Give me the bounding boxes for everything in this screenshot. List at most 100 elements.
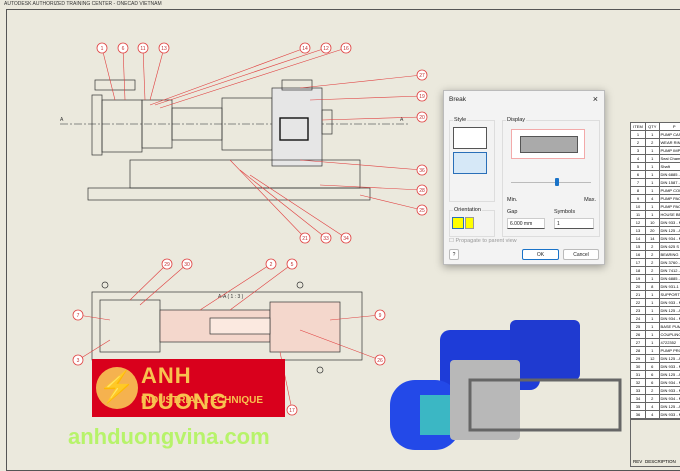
table-cell: 23 bbox=[631, 307, 646, 315]
balloon-number: 16 bbox=[343, 46, 349, 52]
gap-slider[interactable] bbox=[511, 182, 591, 183]
table-cell: 12 bbox=[646, 355, 659, 363]
table-cell: DIN 125 - A bbox=[659, 403, 680, 411]
display-label: Display bbox=[506, 117, 526, 123]
table-cell: 1 bbox=[631, 131, 646, 139]
orientation-horizontal-button[interactable] bbox=[452, 217, 464, 229]
close-icon[interactable]: × bbox=[593, 94, 598, 104]
table-cell: 1 bbox=[646, 163, 659, 171]
table-cell: 2 bbox=[646, 395, 659, 403]
leader-line bbox=[143, 48, 145, 100]
table-cell: PUMP CAS bbox=[659, 131, 680, 139]
balloon-number: 29 bbox=[164, 262, 170, 268]
table-cell: 4 bbox=[631, 155, 646, 163]
ok-button[interactable]: OK bbox=[522, 249, 559, 260]
table-cell: 1 bbox=[646, 171, 659, 179]
table-cell: DIN 934 - M bbox=[659, 315, 680, 323]
gap-label: Gap bbox=[507, 209, 517, 215]
table-cell: 17 bbox=[631, 259, 646, 267]
table-cell: PUMP PAC bbox=[659, 195, 680, 203]
table-cell: 27 bbox=[631, 339, 646, 347]
style-structural-button[interactable] bbox=[453, 127, 487, 149]
style-rectangular-button[interactable] bbox=[453, 152, 487, 174]
table-cell: 6 bbox=[646, 363, 659, 371]
propagate-label: Propagate to parent view bbox=[455, 238, 516, 244]
leader-line bbox=[310, 96, 422, 100]
table-cell: 16 bbox=[631, 251, 646, 259]
table-cell: 2 bbox=[646, 251, 659, 259]
cancel-button[interactable]: Cancel bbox=[563, 249, 599, 260]
table-cell: 26 bbox=[631, 331, 646, 339]
leader-line bbox=[78, 340, 110, 360]
gap-slider-thumb[interactable] bbox=[555, 178, 559, 186]
table-cell: SUPPORT bbox=[659, 291, 680, 299]
orientation-group: Orientation bbox=[449, 210, 495, 237]
leader-line bbox=[322, 117, 422, 120]
table-cell: DIN 933 - M bbox=[659, 219, 680, 227]
leader-line bbox=[300, 75, 422, 88]
slider-max-label: Max. bbox=[584, 197, 596, 203]
symbols-spinner[interactable]: 1 bbox=[554, 218, 594, 229]
style-label: Style bbox=[453, 117, 467, 123]
col-qty: QTY bbox=[646, 123, 659, 131]
orientation-vertical-button[interactable] bbox=[465, 217, 474, 229]
table-cell: 21 bbox=[631, 291, 646, 299]
leader-line bbox=[150, 48, 164, 100]
balloon-number: 21 bbox=[302, 236, 308, 242]
table-cell: 1 bbox=[646, 187, 659, 195]
table-cell: 13 bbox=[631, 227, 646, 235]
balloon-number: 6 bbox=[122, 46, 125, 52]
table-cell: DIN 6885 - bbox=[659, 171, 680, 179]
table-cell: DIN 3760 - bbox=[659, 259, 680, 267]
balloon-number: 28 bbox=[419, 188, 425, 194]
table-cell: 28 bbox=[631, 347, 646, 355]
logo-name: ANH DUONG bbox=[141, 363, 285, 415]
table-cell: 5 bbox=[631, 163, 646, 171]
table-cell: DIN 125 - A bbox=[659, 371, 680, 379]
table-cell: 31 bbox=[631, 371, 646, 379]
lightning-icon: ⚡ bbox=[96, 367, 138, 409]
table-cell: DIN 934 - M bbox=[659, 379, 680, 387]
anh-duong-logo: ⚡ ANH DUONG INDUSTRIAL TECHNIQUE bbox=[92, 359, 285, 417]
table-cell: 18 bbox=[631, 267, 646, 275]
table-cell: 25 bbox=[631, 323, 646, 331]
propagate-checkbox[interactable]: ☐ Propagate to parent view bbox=[449, 238, 517, 244]
top-view bbox=[60, 80, 410, 200]
help-button[interactable]: ? bbox=[449, 249, 459, 260]
balloon-number: 17 bbox=[289, 408, 295, 414]
table-cell: 1 bbox=[646, 147, 659, 155]
section-title: A-A ( 1 : 3 ) bbox=[218, 294, 244, 300]
table-cell: DIN 625 S bbox=[659, 243, 680, 251]
table-cell: 4 bbox=[646, 411, 659, 419]
table-cell: 14 bbox=[631, 235, 646, 243]
balloon-number: 9 bbox=[379, 313, 382, 319]
table-cell: 33 bbox=[631, 387, 646, 395]
table-cell: 4722352 bbox=[659, 339, 680, 347]
table-cell: 6 bbox=[646, 371, 659, 379]
gap-input[interactable]: 6.000 mm bbox=[507, 218, 545, 229]
table-cell: 29 bbox=[631, 355, 646, 363]
table-cell: 1 bbox=[646, 307, 659, 315]
table-cell: HOUSE BE bbox=[659, 211, 680, 219]
balloon-number: 27 bbox=[419, 73, 425, 79]
table-cell: 2 bbox=[646, 139, 659, 147]
table-cell: 10 bbox=[631, 203, 646, 211]
balloon-number: 3 bbox=[77, 358, 80, 364]
table-cell: 10 bbox=[646, 219, 659, 227]
